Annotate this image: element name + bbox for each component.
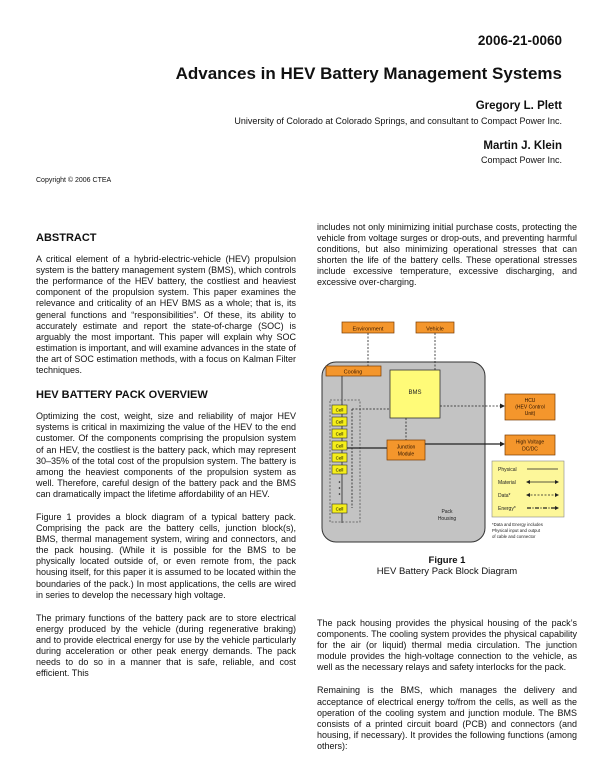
hcu-label-1: HCU <box>525 398 536 404</box>
overview-paragraph-2: Figure 1 provides a block diagram of a t… <box>36 511 296 600</box>
environment-label: Environment <box>353 327 384 333</box>
cooling-label: Cooling <box>344 370 363 376</box>
cell-2-box <box>331 416 348 427</box>
ellipsis-dot-3 <box>338 493 341 495</box>
cell-3-label: Cell <box>336 432 344 437</box>
junction-label-1: Junction <box>397 445 416 451</box>
pack-housing-label-2: Housing <box>438 516 457 522</box>
right-paragraph-2: The pack housing provides the physical h… <box>317 618 577 673</box>
author-affiliation-1: University of Colorado at Colorado Sprin… <box>234 116 562 126</box>
legend-energy-arrow <box>555 506 559 510</box>
author-name-1: Gregory L. Plett <box>475 100 562 112</box>
right-paragraph-3: Remaining is the BMS, which manages the … <box>317 685 577 751</box>
cell-stack: Cell Cell Cell Cell Cell Cell Cell <box>331 404 348 514</box>
abstract-heading: ABSTRACT <box>36 232 97 244</box>
legend-data-arrow <box>555 493 559 497</box>
hcu-arrowhead <box>500 403 505 409</box>
battery-pack-block-diagram: Environment Vehicle Cooling BMS Cell Cel… <box>321 321 565 543</box>
cell-6-label: Cell <box>336 468 344 473</box>
cell-2-label: Cell <box>336 420 344 425</box>
paper-id: 2006-21-0060 <box>477 33 562 48</box>
hv-arrowhead <box>500 441 505 447</box>
cooling-box <box>325 365 382 377</box>
cell-3-box <box>331 428 348 439</box>
abstract-paragraph: A critical element of a hybrid-electric-… <box>36 254 296 376</box>
hv-label-1: High Voltage <box>516 440 545 446</box>
pack-housing-label-1: Pack <box>441 509 453 515</box>
paper-title: Advances in HEV Battery Management Syste… <box>175 64 562 83</box>
legend-energy: Energy* <box>498 506 516 512</box>
overview-paragraph-3: The primary functions of the battery pac… <box>36 612 296 679</box>
cell-n-box <box>331 503 348 514</box>
hv-label-2: DC/DC <box>522 447 538 453</box>
bms-box <box>389 369 441 419</box>
legend-data-arrow-left <box>526 493 530 497</box>
bms-label: BMS <box>408 390 421 396</box>
cell-6-box <box>331 464 348 475</box>
cell-5-box <box>331 452 348 463</box>
left-column: ABSTRACT A critical element of a hybrid-… <box>36 232 296 688</box>
cell-n-label: Cell <box>336 507 344 512</box>
cell-4-label: Cell <box>336 444 344 449</box>
ellipsis-dot-2 <box>338 487 341 489</box>
overview-paragraph-1: Optimizing the cost, weight, size and re… <box>36 411 296 499</box>
cell-1-label: Cell <box>336 408 344 413</box>
ellipsis-dot-1 <box>338 481 341 483</box>
junction-label-2: Module <box>398 452 415 458</box>
legend-physical: Physical <box>498 467 517 473</box>
legend-material-arrow <box>555 480 559 484</box>
figure-caption-text: HEV Battery Pack Block Diagram <box>376 566 518 577</box>
legend-material-arrow-left <box>526 480 530 484</box>
copyright-notice: Copyright © 2006 CTEA <box>36 177 112 184</box>
hcu-box <box>504 393 556 421</box>
figure-label: Figure 1 <box>428 555 466 566</box>
hcu-label-2: (HEV Control <box>515 405 544 411</box>
legend-data: Data* <box>498 493 511 499</box>
author-name-2: Martin J. Klein <box>483 140 562 152</box>
high-voltage-dcdc-box <box>504 434 556 456</box>
legend-material: Material <box>498 480 516 486</box>
right-paragraph-1: includes not only minimizing initial pur… <box>317 222 577 288</box>
figure-caption: Figure 1 HEV Battery Pack Block Diagram <box>317 555 577 577</box>
author-affiliation-2: Compact Power Inc. <box>480 155 562 165</box>
cell-1-box <box>331 404 348 415</box>
footnote-line-3: of cable and connector <box>492 534 536 539</box>
footnote-line-1: *Data and Energy includes <box>492 522 543 527</box>
cell-5-label: Cell <box>336 456 344 461</box>
hcu-label-3: Unit) <box>525 411 536 417</box>
cell-4-box <box>331 440 348 451</box>
footnote-line-2: Physical input and output <box>492 528 541 533</box>
overview-heading: HEV BATTERY PACK OVERVIEW <box>36 389 208 402</box>
cells-enclosure <box>329 399 361 523</box>
vehicle-label: Vehicle <box>426 327 444 333</box>
right-column-bottom: The pack housing provides the physical h… <box>317 618 577 761</box>
right-column-top: includes not only minimizing initial pur… <box>317 222 577 298</box>
